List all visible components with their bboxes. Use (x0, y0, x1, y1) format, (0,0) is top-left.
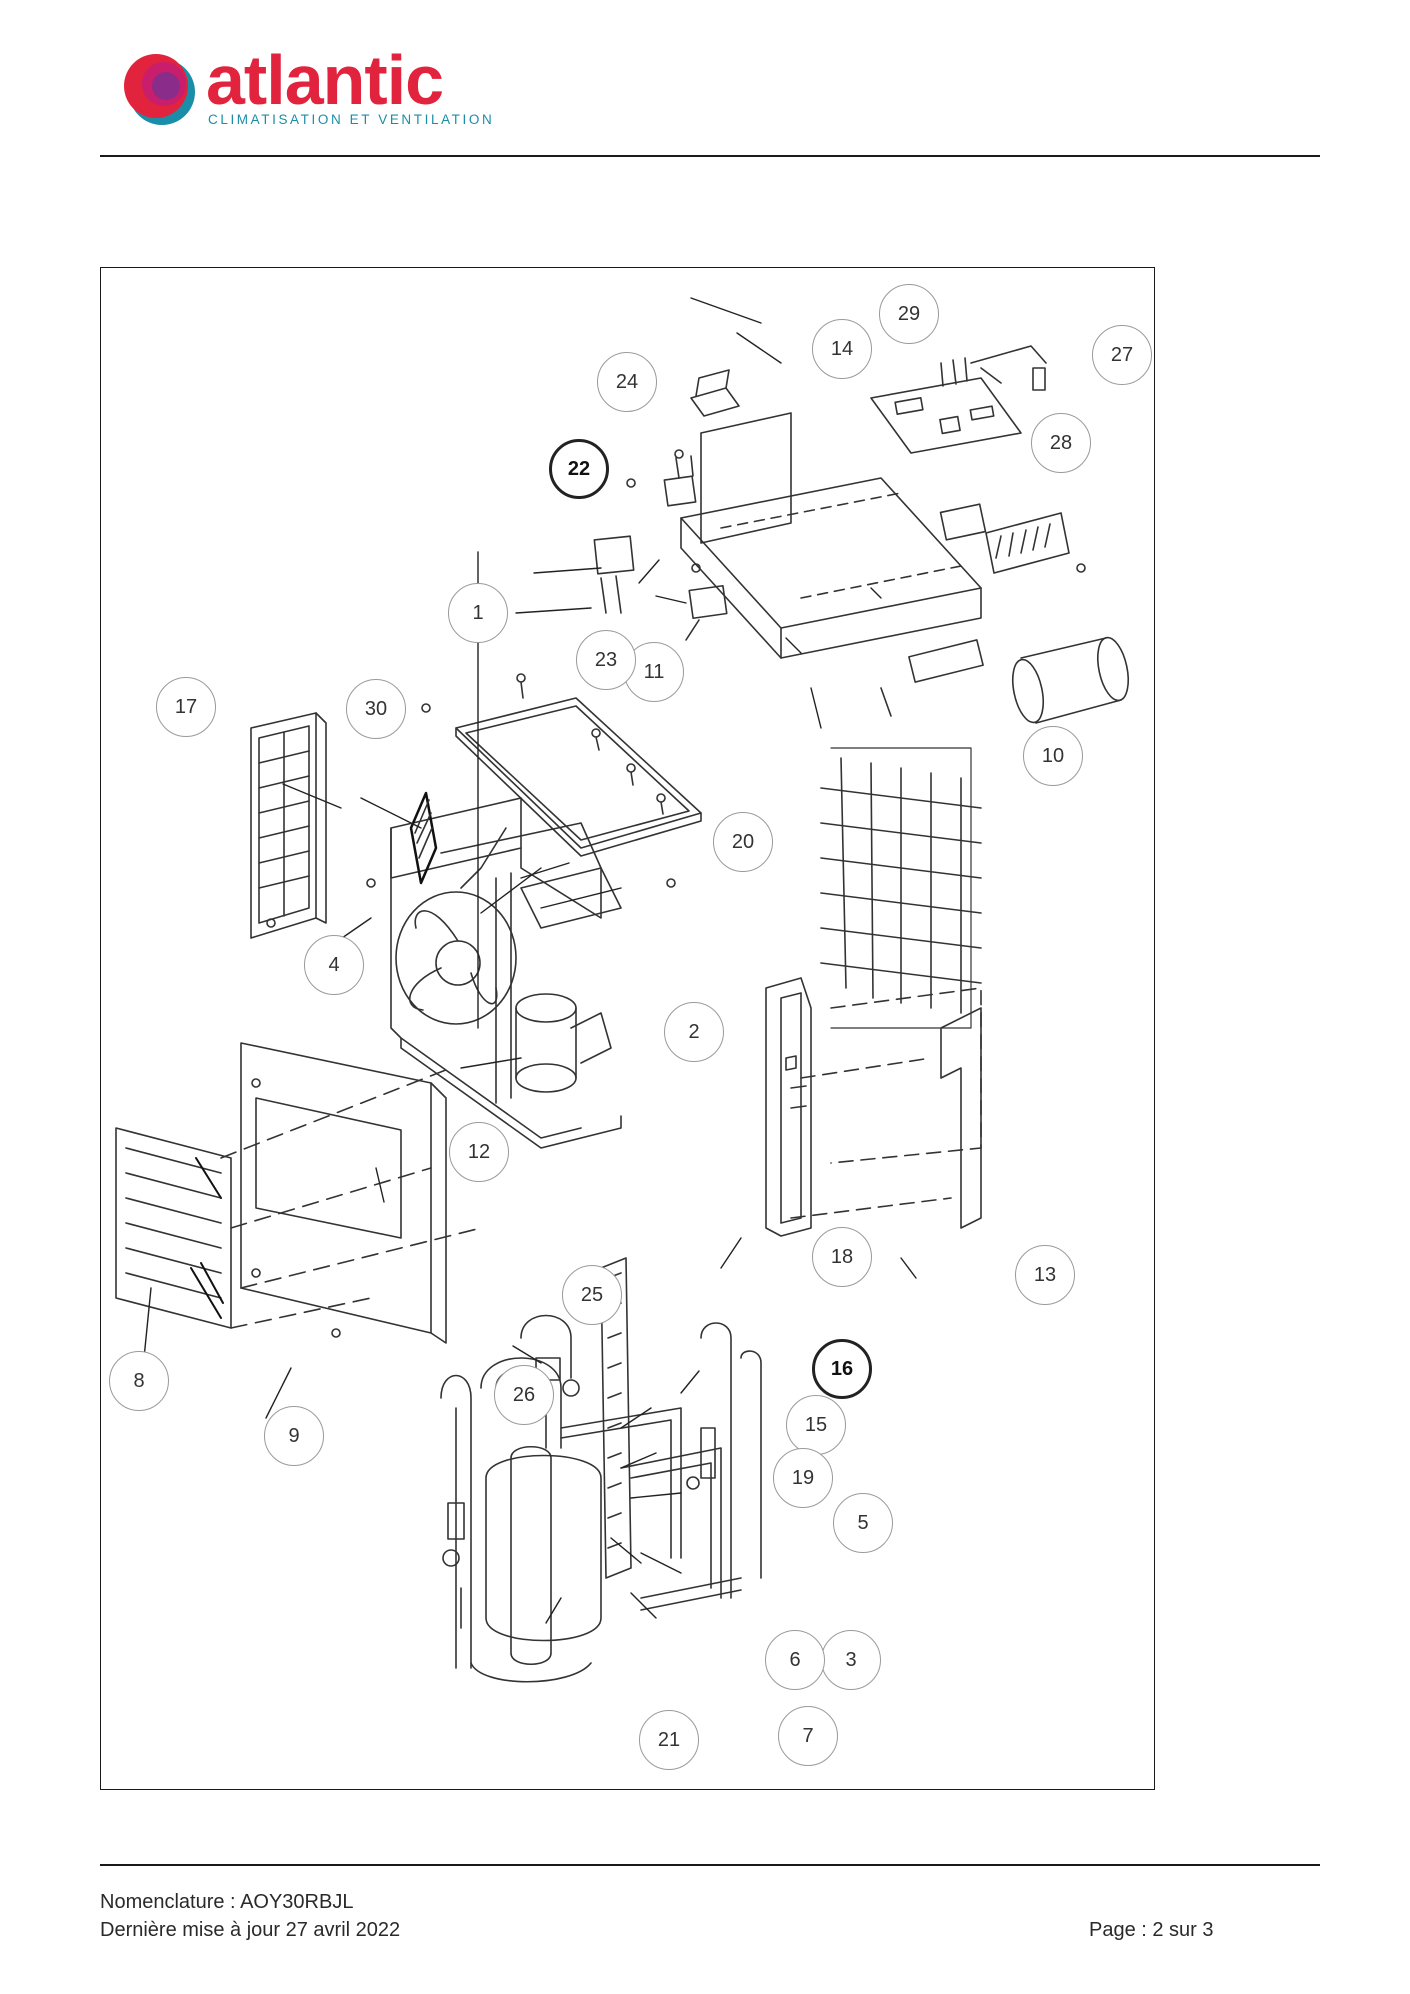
top-cover-panel (421, 673, 702, 888)
rear-guard-grid (820, 747, 982, 1029)
callout-16: 16 (812, 1339, 872, 1399)
front-panel-and-grille (115, 1042, 482, 1344)
brand-tagline: CLIMATISATION ET VENTILATION (208, 112, 495, 127)
callout-23: 23 (576, 630, 636, 690)
callout-27: 27 (1092, 325, 1152, 385)
main-chassis (266, 791, 622, 1149)
callout-15: 15 (786, 1395, 846, 1455)
callout-19: 19 (773, 1448, 833, 1508)
logo-mark-icon (124, 54, 195, 125)
callout-21: 21 (639, 1710, 699, 1770)
callout-2: 2 (664, 1002, 724, 1062)
brand-name: atlantic (206, 41, 444, 119)
right-side-panels (765, 977, 982, 1237)
callout-10: 10 (1023, 726, 1083, 786)
footer-page-number: Page : 2 sur 3 (1089, 1919, 1214, 1941)
callout-8: 8 (109, 1351, 169, 1411)
callout-9: 9 (264, 1406, 324, 1466)
footer-nomenclature: Nomenclature : AOY30RBJL (100, 1891, 354, 1913)
header-divider (100, 155, 1320, 157)
callout-25: 25 (562, 1265, 622, 1325)
callout-26: 26 (494, 1365, 554, 1425)
control-box-assembly (593, 345, 1130, 724)
parts-drawing (115, 297, 1130, 1683)
callout-1: 1 (448, 583, 508, 643)
callout-30: 30 (346, 679, 406, 739)
callout-5: 5 (833, 1493, 893, 1553)
callout-7: 7 (778, 1706, 838, 1766)
callout-22: 22 (549, 439, 609, 499)
footer-divider (100, 1864, 1320, 1866)
brand-logo: atlantic CLIMATISATION ET VENTILATION (120, 41, 500, 142)
callout-29: 29 (879, 284, 939, 344)
callout-4: 4 (304, 935, 364, 995)
callout-12: 12 (449, 1122, 509, 1182)
callout-6: 6 (765, 1630, 825, 1690)
footer-last-update: Dernière mise à jour 27 avril 2022 (100, 1919, 401, 1941)
callout-3: 3 (821, 1630, 881, 1690)
callout-14: 14 (812, 319, 872, 379)
callout-13: 13 (1015, 1245, 1075, 1305)
callout-24: 24 (597, 352, 657, 412)
callout-28: 28 (1031, 413, 1091, 473)
callout-18: 18 (812, 1227, 872, 1287)
left-side-grille (250, 712, 327, 939)
callout-17: 17 (156, 677, 216, 737)
refrigerant-circuit (440, 1257, 762, 1683)
callout-20: 20 (713, 812, 773, 872)
